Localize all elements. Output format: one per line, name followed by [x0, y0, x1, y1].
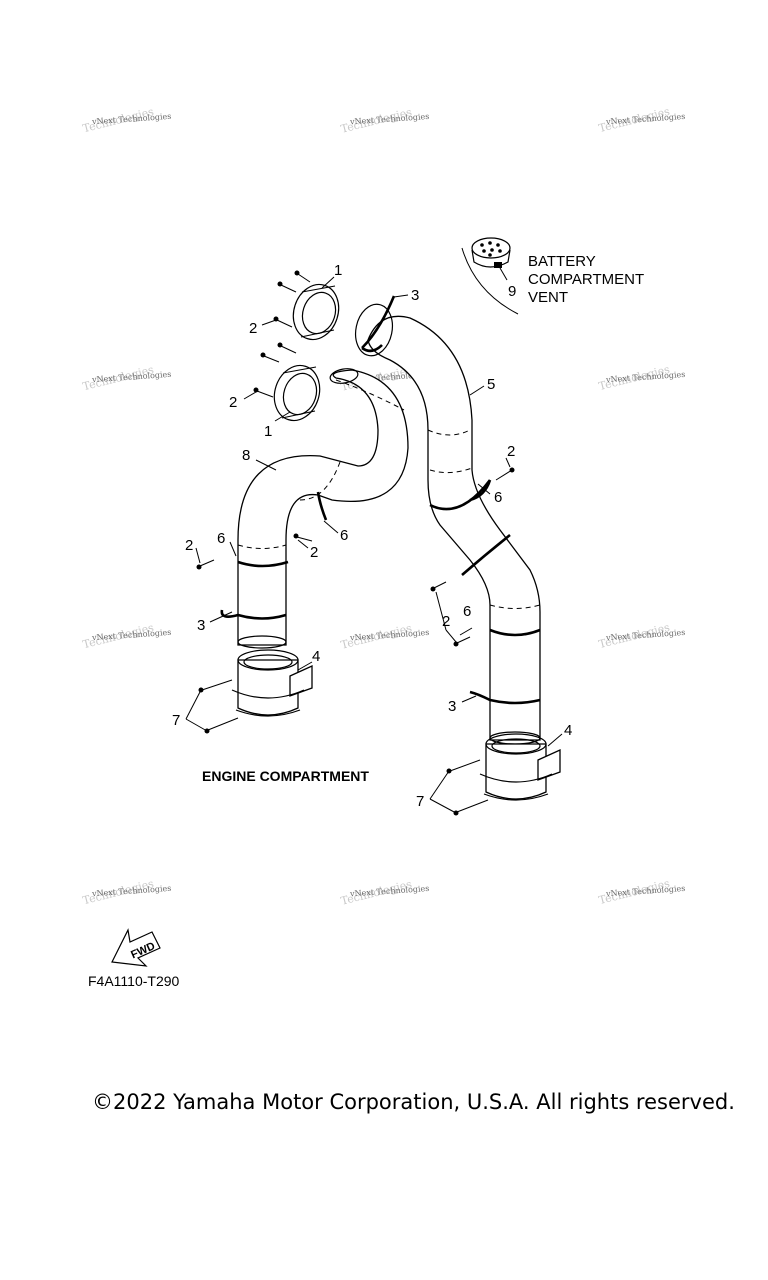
callout-9: 9 — [508, 283, 516, 300]
callout-6: 6 — [463, 603, 471, 620]
svg-text:vNext Technologies: vNext Technologies — [91, 370, 172, 385]
duct-adapter-right — [479, 733, 561, 801]
watermark: Technologies vNext Technologies — [597, 105, 685, 135]
leader-lines — [185, 276, 563, 814]
screw-icon — [198, 679, 233, 693]
screw-icon — [277, 281, 297, 293]
hose-straps — [220, 295, 541, 705]
adapter-screws — [198, 679, 489, 816]
callout-1: 1 — [334, 262, 342, 279]
callout-6: 6 — [217, 530, 225, 547]
copyright-notice: ©2022 Yamaha Motor Corporation, U.S.A. A… — [92, 1090, 735, 1114]
callout-2: 2 — [249, 320, 257, 337]
screw-icon — [446, 759, 481, 774]
hose-8 — [237, 368, 409, 649]
svg-text:vNext Technologies: vNext Technologies — [605, 370, 686, 385]
battery-vent-inset — [461, 237, 519, 315]
callout-3: 3 — [197, 617, 205, 634]
vent-grille — [471, 237, 511, 268]
screw-icon — [196, 559, 215, 570]
fwd-arrow-label: FWD — [129, 940, 157, 961]
svg-text:vNext Technologies: vNext Technologies — [91, 112, 172, 127]
watermark: Technologies vNext Technologies — [81, 621, 171, 651]
diagram-code: F4A1110-T290 — [88, 973, 180, 989]
flange-screws — [253, 270, 311, 398]
strap-6-right-lower — [461, 533, 541, 637]
screw-icon — [253, 387, 274, 398]
callout-4: 4 — [564, 722, 572, 739]
callout-7: 7 — [172, 712, 180, 729]
watermark: Technologies vNext Technologies — [597, 363, 685, 393]
engine-compartment-caption: ENGINE COMPARTMENT — [202, 768, 369, 784]
callout-3: 3 — [411, 287, 419, 304]
svg-text:vNext Technologies: vNext Technologies — [605, 112, 686, 127]
callout-2: 2 — [507, 443, 515, 460]
fwd-arrow-icon: FWD — [111, 928, 161, 967]
watermark: Technologies vNext Technologies — [81, 105, 171, 135]
screw-icon — [453, 799, 489, 816]
svg-text:vNext Technologies: vNext Technologies — [91, 884, 172, 899]
svg-text:vNext Technologies: vNext Technologies — [349, 112, 430, 127]
svg-text:vNext Technologies: vNext Technologies — [605, 628, 686, 643]
callout-4: 4 — [312, 648, 320, 665]
callout-2: 2 — [229, 394, 237, 411]
screw-icon — [204, 717, 239, 734]
vent-flange-upper — [292, 283, 340, 341]
strap-3-right — [469, 690, 541, 705]
callout-8: 8 — [242, 447, 250, 464]
battery-caption: BATTERY COMPARTMENT VENT — [528, 253, 644, 306]
hose-screws — [196, 467, 515, 647]
strap-6-left — [237, 491, 328, 568]
watermark: Technologies vNext Technologies — [597, 877, 685, 907]
duct-adapter-left — [231, 649, 313, 717]
watermark: Technologies vNext Technologies — [597, 621, 685, 651]
vent-flange-lower — [273, 364, 321, 422]
battery-caption-line3: VENT — [528, 289, 568, 306]
hose-5 — [354, 303, 541, 745]
callout-2: 2 — [310, 544, 318, 561]
svg-text:vNext Technologies: vNext Technologies — [349, 884, 430, 899]
callout-3: 3 — [448, 698, 456, 715]
strap-3-left — [220, 609, 287, 620]
watermark: Technologies vNext Technologies — [81, 363, 171, 393]
battery-caption-line1: BATTERY — [528, 253, 596, 270]
screw-icon — [293, 533, 313, 542]
strap-3-top — [361, 295, 396, 353]
callout-1: 1 — [264, 423, 272, 440]
screw-icon — [294, 270, 311, 283]
callout-6: 6 — [340, 527, 348, 544]
svg-text:vNext Technologies: vNext Technologies — [605, 884, 686, 899]
callout-numbers: 1 1 2 2 2 2 2 2 3 3 3 4 4 5 6 6 6 6 7 7 … — [172, 262, 572, 810]
watermark: Technologies vNext Technologies — [81, 877, 171, 907]
screw-icon — [430, 581, 447, 592]
screw-icon — [273, 316, 293, 328]
watermark: Technologies vNext Technologies — [339, 877, 429, 907]
callout-6: 6 — [494, 489, 502, 506]
screw-icon — [495, 467, 515, 481]
screw-icon — [453, 636, 471, 647]
watermark: Technologies vNext Technologies — [339, 105, 429, 135]
svg-text:vNext Technologies: vNext Technologies — [91, 628, 172, 643]
callout-5: 5 — [487, 376, 495, 393]
svg-text:vNext Technologies: vNext Technologies — [349, 628, 430, 643]
watermark: Technologies vNext Technologies — [339, 621, 429, 651]
callout-2: 2 — [442, 613, 450, 630]
callout-7: 7 — [416, 793, 424, 810]
screw-icon — [277, 342, 297, 354]
screw-icon — [260, 352, 280, 363]
strap-6-right-upper — [429, 479, 492, 511]
callout-2: 2 — [185, 537, 193, 554]
battery-caption-line2: COMPARTMENT — [528, 271, 644, 288]
watermark-grid: Technologies vNext Technologies Technolo… — [81, 105, 685, 908]
